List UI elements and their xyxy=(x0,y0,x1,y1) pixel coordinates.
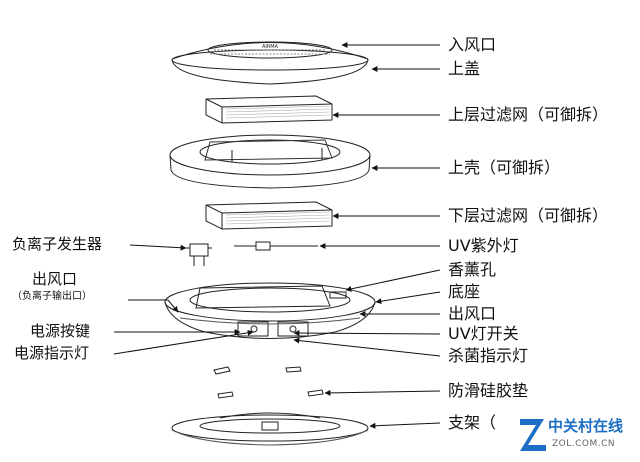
lower-filter xyxy=(205,201,333,230)
label-power-button: 电源按键 xyxy=(30,322,91,340)
upper-filter xyxy=(205,95,333,124)
label-base: 底座 xyxy=(448,282,481,301)
label-air-outlet-right: 出风口 xyxy=(448,304,497,323)
label-air-outlet-note: （负离子输出口） xyxy=(12,291,92,302)
ion-generator xyxy=(186,243,212,266)
zol-logo-icon xyxy=(520,419,546,451)
base-unit xyxy=(164,282,376,339)
antislip-pads xyxy=(213,366,324,399)
label-air-inlet: 入风口 xyxy=(448,35,497,54)
leader-lines xyxy=(113,42,441,429)
label-sterilize-indicator: 杀菌指示灯 xyxy=(448,346,529,365)
zol-watermark: 中关村在线 ZOL.COM.CN xyxy=(518,413,636,459)
label-aroma-hole: 香薰孔 xyxy=(448,260,497,279)
watermark-title: 中关村在线 xyxy=(548,417,624,435)
label-ion-generator: 负离子发生器 xyxy=(12,235,103,253)
watermark-subtitle: ZOL.COM.CN xyxy=(552,439,616,449)
label-lower-filter: 下层过滤网（可御拆） xyxy=(448,206,609,225)
label-upper-filter: 上层过滤网（可御拆） xyxy=(448,105,609,124)
label-upper-shell: 上壳（可御拆） xyxy=(448,158,561,177)
top-cover-mark: AIRMA xyxy=(262,44,279,50)
label-antislip-pad: 防滑硅胶垫 xyxy=(448,381,529,400)
label-uv-switch: UV灯开关 xyxy=(448,324,519,343)
label-power-indicator: 电源指示灯 xyxy=(14,344,90,362)
stand xyxy=(171,412,369,446)
top-cover: AIRMA xyxy=(171,41,369,85)
label-air-outlet-left: 出风口 xyxy=(32,270,78,288)
label-top-cover: 上盖 xyxy=(448,59,481,78)
upper-shell xyxy=(169,134,371,189)
label-stand: 支架（ xyxy=(448,413,497,432)
label-uv-lamp: UV紫外灯 xyxy=(448,236,519,255)
uv-lamp xyxy=(234,241,318,251)
